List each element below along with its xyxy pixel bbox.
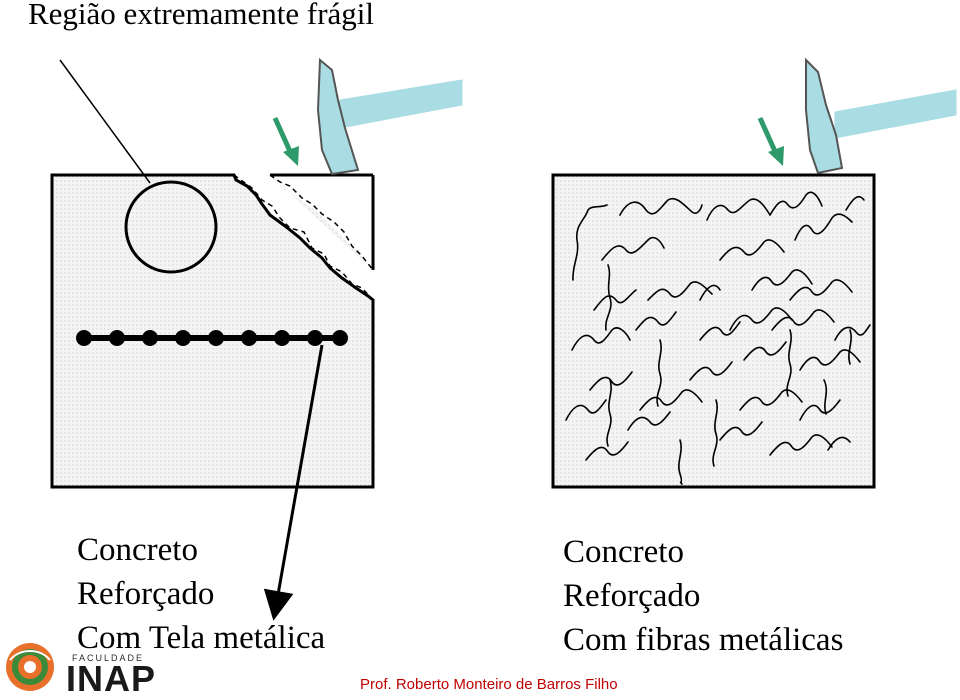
hammer-icon bbox=[316, 57, 463, 176]
left-caption-line-1: Concreto bbox=[77, 532, 198, 568]
diagram-title: Região extremamente frágil bbox=[28, 0, 375, 31]
left-caption-line-2: Reforçado bbox=[77, 576, 215, 612]
right-caption-line-2: Reforçado bbox=[563, 578, 701, 614]
impact-arrow-icon bbox=[272, 116, 299, 166]
right-caption-line-3: Com fibras metálicas bbox=[563, 622, 844, 658]
hammer-icon bbox=[805, 57, 957, 175]
logo-main-text: INAP bbox=[66, 658, 157, 699]
metal-mesh-bar bbox=[76, 330, 348, 346]
impact-arrow-icon bbox=[757, 116, 784, 166]
left-caption-line-3: Com Tela metálica bbox=[77, 620, 326, 656]
mesh-pointer-arrow bbox=[263, 344, 324, 621]
footer-author: Prof. Roberto Monteiro de Barros Filho bbox=[360, 676, 618, 693]
right-caption-line-1: Concreto bbox=[563, 534, 684, 570]
title-pointer-line bbox=[59, 59, 151, 184]
left-caption: Concreto Reforçado Com Tela metálica bbox=[77, 528, 325, 660]
crack-lines bbox=[233, 174, 374, 301]
fragile-region-circle bbox=[124, 180, 218, 274]
metal-fibers bbox=[565, 191, 871, 485]
faculdade-inap-logo bbox=[6, 643, 54, 691]
logo-small-text: FACULDADE bbox=[72, 653, 145, 663]
right-caption: Concreto Reforçado Com fibras metálicas bbox=[563, 530, 843, 662]
right-concrete-block bbox=[551, 173, 876, 489]
